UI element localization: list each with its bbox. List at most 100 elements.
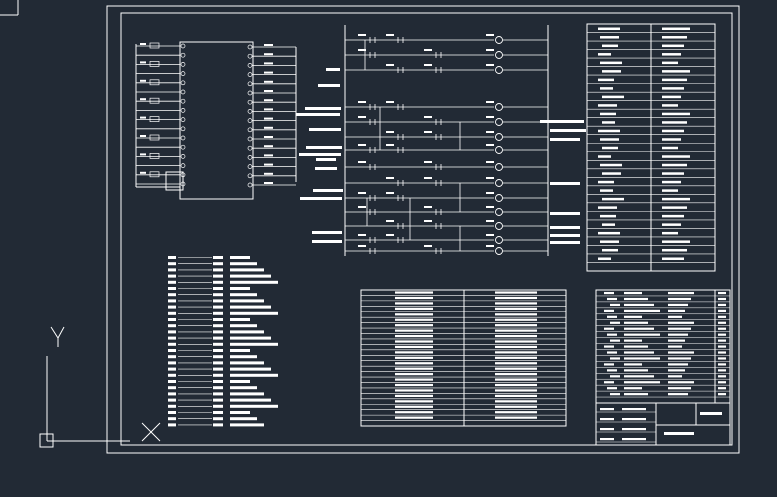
drawing-number-text [664, 432, 694, 435]
io-assignment-row [361, 362, 566, 367]
legend-row [168, 423, 264, 427]
legend-row [168, 411, 250, 414]
ladder-rung-labels [296, 68, 343, 243]
parts-list-row [587, 36, 715, 42]
io-assignment-row [361, 378, 566, 383]
parts-list-row [587, 240, 715, 246]
ladder-rung [345, 131, 548, 141]
io-assignment-row [361, 373, 566, 378]
parts-list-row [587, 248, 715, 255]
io-assignment-row [361, 367, 566, 372]
legend-row [168, 349, 250, 352]
legend-row [168, 299, 264, 303]
io-assignment-row [361, 389, 566, 394]
plc-input-terminal [136, 116, 186, 122]
parts-list-row [587, 138, 715, 144]
ladder-rung [345, 101, 548, 111]
ladder-rung [345, 49, 548, 59]
legend-row [168, 268, 264, 272]
title-block-row [596, 369, 730, 374]
parts-list-row [587, 155, 715, 161]
plc-input-terminal [136, 126, 186, 132]
legend-row [168, 256, 250, 259]
title-block-row [596, 321, 730, 326]
parts-list-row [587, 27, 715, 33]
legend-row [168, 330, 264, 334]
ladder-rung [345, 161, 548, 171]
plc-output-terminals [247, 44, 296, 188]
ladder-rung [345, 206, 548, 216]
signature-cell [596, 438, 656, 443]
io-assignment-row [361, 329, 566, 334]
ladder-output-label [550, 241, 580, 244]
legend-row [168, 392, 264, 396]
plc-input-terminal [136, 52, 186, 58]
ladder-rung-label [326, 68, 340, 71]
plc-output-terminal [247, 62, 296, 68]
ladder-rung-label [312, 240, 342, 243]
ladder-branch-lines [364, 40, 461, 251]
plc-input-terminal [136, 89, 186, 95]
parts-list-row [587, 189, 715, 195]
legend-row [168, 404, 278, 408]
signature-cell [596, 418, 656, 423]
legend-row [168, 324, 257, 328]
plc-output-terminal [247, 53, 296, 59]
ladder-rung-label [296, 113, 340, 116]
plc-output-terminal [247, 136, 296, 142]
io-assignment-row [361, 296, 566, 302]
ladder-output-label [550, 212, 580, 215]
ladder-output-label [540, 120, 584, 123]
ladder-rung [345, 144, 548, 154]
ladder-rung-label [306, 146, 342, 149]
ladder-output-label [550, 138, 580, 141]
parts-list-rows [587, 27, 715, 263]
legend-row [168, 318, 250, 321]
title-block-row [596, 393, 730, 398]
ladder-rung [345, 220, 548, 230]
io-assignment-row [361, 334, 566, 340]
plc-input-terminals [136, 42, 186, 187]
ladder-rung [345, 234, 548, 244]
parts-list-row [587, 121, 715, 127]
plc-input-terminal [136, 181, 186, 187]
title-block-row [596, 333, 730, 338]
drawing-title-text [700, 412, 722, 415]
ladder-rung-label [316, 158, 336, 161]
plc-input-terminal [136, 108, 186, 113]
title-block-row [596, 291, 730, 297]
symbol-legend-list [168, 256, 278, 427]
legend-row [168, 417, 257, 421]
legend-row [168, 398, 271, 402]
io-assignment-row [361, 324, 566, 329]
io-assignment-row [361, 318, 566, 323]
parts-list-row [587, 214, 715, 221]
io-assignment-row [361, 307, 566, 313]
title-block-row [596, 375, 730, 380]
title-block-row [596, 387, 730, 392]
plc-input-terminal [136, 79, 186, 86]
ucs-x-mark [141, 422, 161, 442]
io-assignment-row [361, 345, 566, 351]
io-assignment-row [361, 340, 566, 345]
title-block-row [596, 303, 730, 309]
outer-sheet-border [106, 5, 740, 454]
ladder-rung-label [318, 84, 340, 87]
ladder-output-label [550, 234, 580, 237]
legend-row [168, 386, 257, 390]
title-block-row [596, 345, 730, 350]
parts-list-row [587, 70, 715, 76]
ladder-rung-label [309, 128, 341, 131]
parts-list-row [587, 95, 715, 101]
plc-output-terminal [247, 71, 296, 77]
io-assignment-row [361, 313, 566, 318]
io-assignment-row [361, 383, 566, 389]
legend-row [168, 293, 257, 297]
legend-row [168, 380, 250, 383]
parts-list-row [587, 206, 715, 212]
legend-row [168, 336, 271, 340]
legend-row [168, 355, 257, 359]
plc-output-terminal [247, 182, 296, 188]
io-assignment-rows [361, 291, 566, 421]
